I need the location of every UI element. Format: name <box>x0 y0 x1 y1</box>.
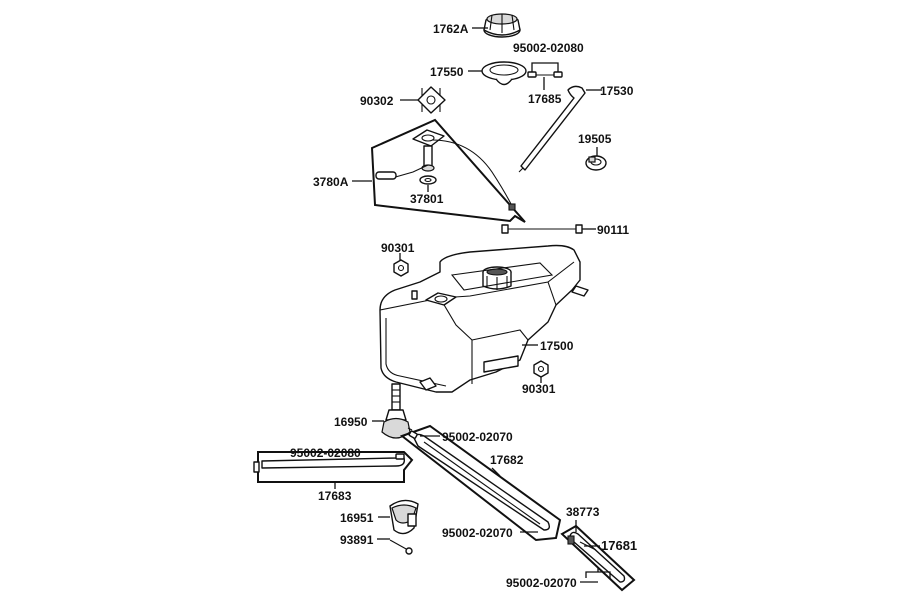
cap-gasket[interactable] <box>481 61 527 86</box>
label-clamp-bottom: 95002-02070 <box>506 576 577 590</box>
fuel-gauge-frame <box>370 118 526 223</box>
left-hose[interactable] <box>253 453 406 473</box>
fuel-cock[interactable] <box>381 383 413 439</box>
label-breather-pipe: 17530 <box>600 84 634 98</box>
label-gauge-gasket: 37801 <box>410 192 444 206</box>
bracket-screw[interactable] <box>389 539 413 555</box>
label-clamp-left: 95002-02080 <box>290 446 361 460</box>
label-fuel-gauge: 3780A <box>313 175 349 189</box>
hose-clip[interactable] <box>585 155 607 171</box>
label-strap: 38773 <box>566 505 600 519</box>
label-fuel-hose-long: 17682 <box>490 453 524 467</box>
label-cock-bracket: 16951 <box>340 511 374 525</box>
label-fuel-tank: 17500 <box>540 339 574 353</box>
fuel-cap[interactable] <box>483 13 521 38</box>
tank-bolt[interactable] <box>501 224 583 234</box>
label-clamp-mid-bottom: 95002-02070 <box>442 526 513 540</box>
label-hose-clip: 19505 <box>578 132 612 146</box>
label-pipe-fitting: 17685 <box>528 92 562 106</box>
long-hose[interactable] <box>408 430 551 531</box>
nut-right[interactable] <box>533 360 549 378</box>
label-pump-bolt: 90302 <box>360 94 394 108</box>
label-tank-bolt: 90111 <box>597 223 629 237</box>
short-hose-frame <box>560 524 636 592</box>
nut-left[interactable] <box>393 259 409 277</box>
cock-bracket[interactable] <box>389 499 419 535</box>
pipe-clamps-top[interactable] <box>527 71 563 78</box>
label-cap-gasket: 17550 <box>430 65 464 79</box>
label-nut-left: 90301 <box>381 241 415 255</box>
fuel-gauge-assy[interactable] <box>375 129 516 211</box>
fuel-tank[interactable] <box>379 244 589 393</box>
label-clamp-mid-top: 95002-02070 <box>442 430 513 444</box>
label-bracket-screw: 93891 <box>340 533 374 547</box>
label-hose-left: 17683 <box>318 489 352 503</box>
label-pipe-clamp-top: 95002-02080 <box>513 41 584 55</box>
label-hose-short: 17681 <box>601 538 637 553</box>
long-hose-frame <box>399 424 562 542</box>
label-cap: 1762A <box>433 22 469 36</box>
label-fuel-cock: 16950 <box>334 415 368 429</box>
breather-pipe[interactable] <box>518 85 586 173</box>
gauge-gasket[interactable] <box>419 175 437 185</box>
label-nut-right: 90301 <box>522 382 556 396</box>
pump-plate[interactable] <box>417 86 446 114</box>
left-hose-frame <box>257 451 414 483</box>
